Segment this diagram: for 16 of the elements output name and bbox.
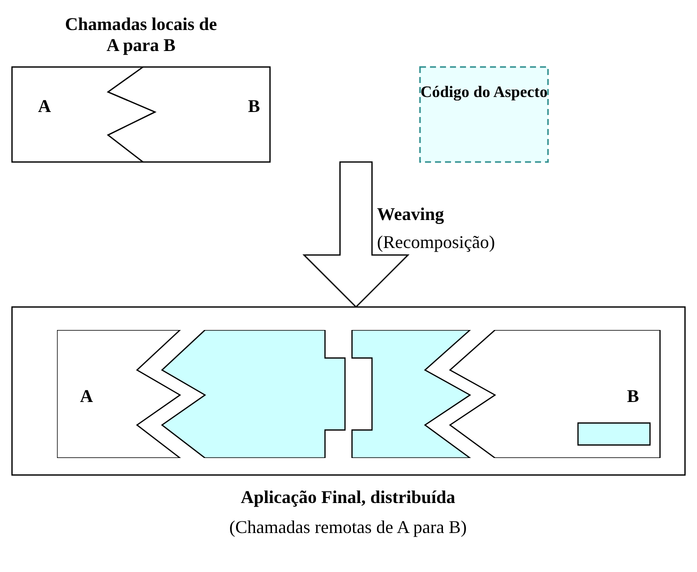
code-piece — [57, 330, 182, 458]
block-arrow — [302, 161, 410, 308]
dashed-box — [418, 65, 551, 165]
aspect-piece — [350, 330, 472, 458]
part-letter: B — [248, 96, 260, 117]
inserted-block — [577, 422, 651, 446]
part-letter: A — [38, 96, 51, 117]
aspect-piece — [160, 330, 346, 458]
caption-title: Aplicação Final, distribuída — [240, 487, 456, 508]
part-letter: A — [80, 386, 93, 407]
edge-label: Weaving (Recomposição) — [377, 203, 496, 254]
part-letter: B — [627, 386, 640, 407]
box-title: Código do Aspecto — [420, 84, 548, 102]
code-piece — [447, 330, 661, 458]
box-heading: Chamadas locais de A para B — [64, 14, 218, 56]
caption-subtitle: (Chamadas remotas de A para B) — [229, 517, 467, 538]
